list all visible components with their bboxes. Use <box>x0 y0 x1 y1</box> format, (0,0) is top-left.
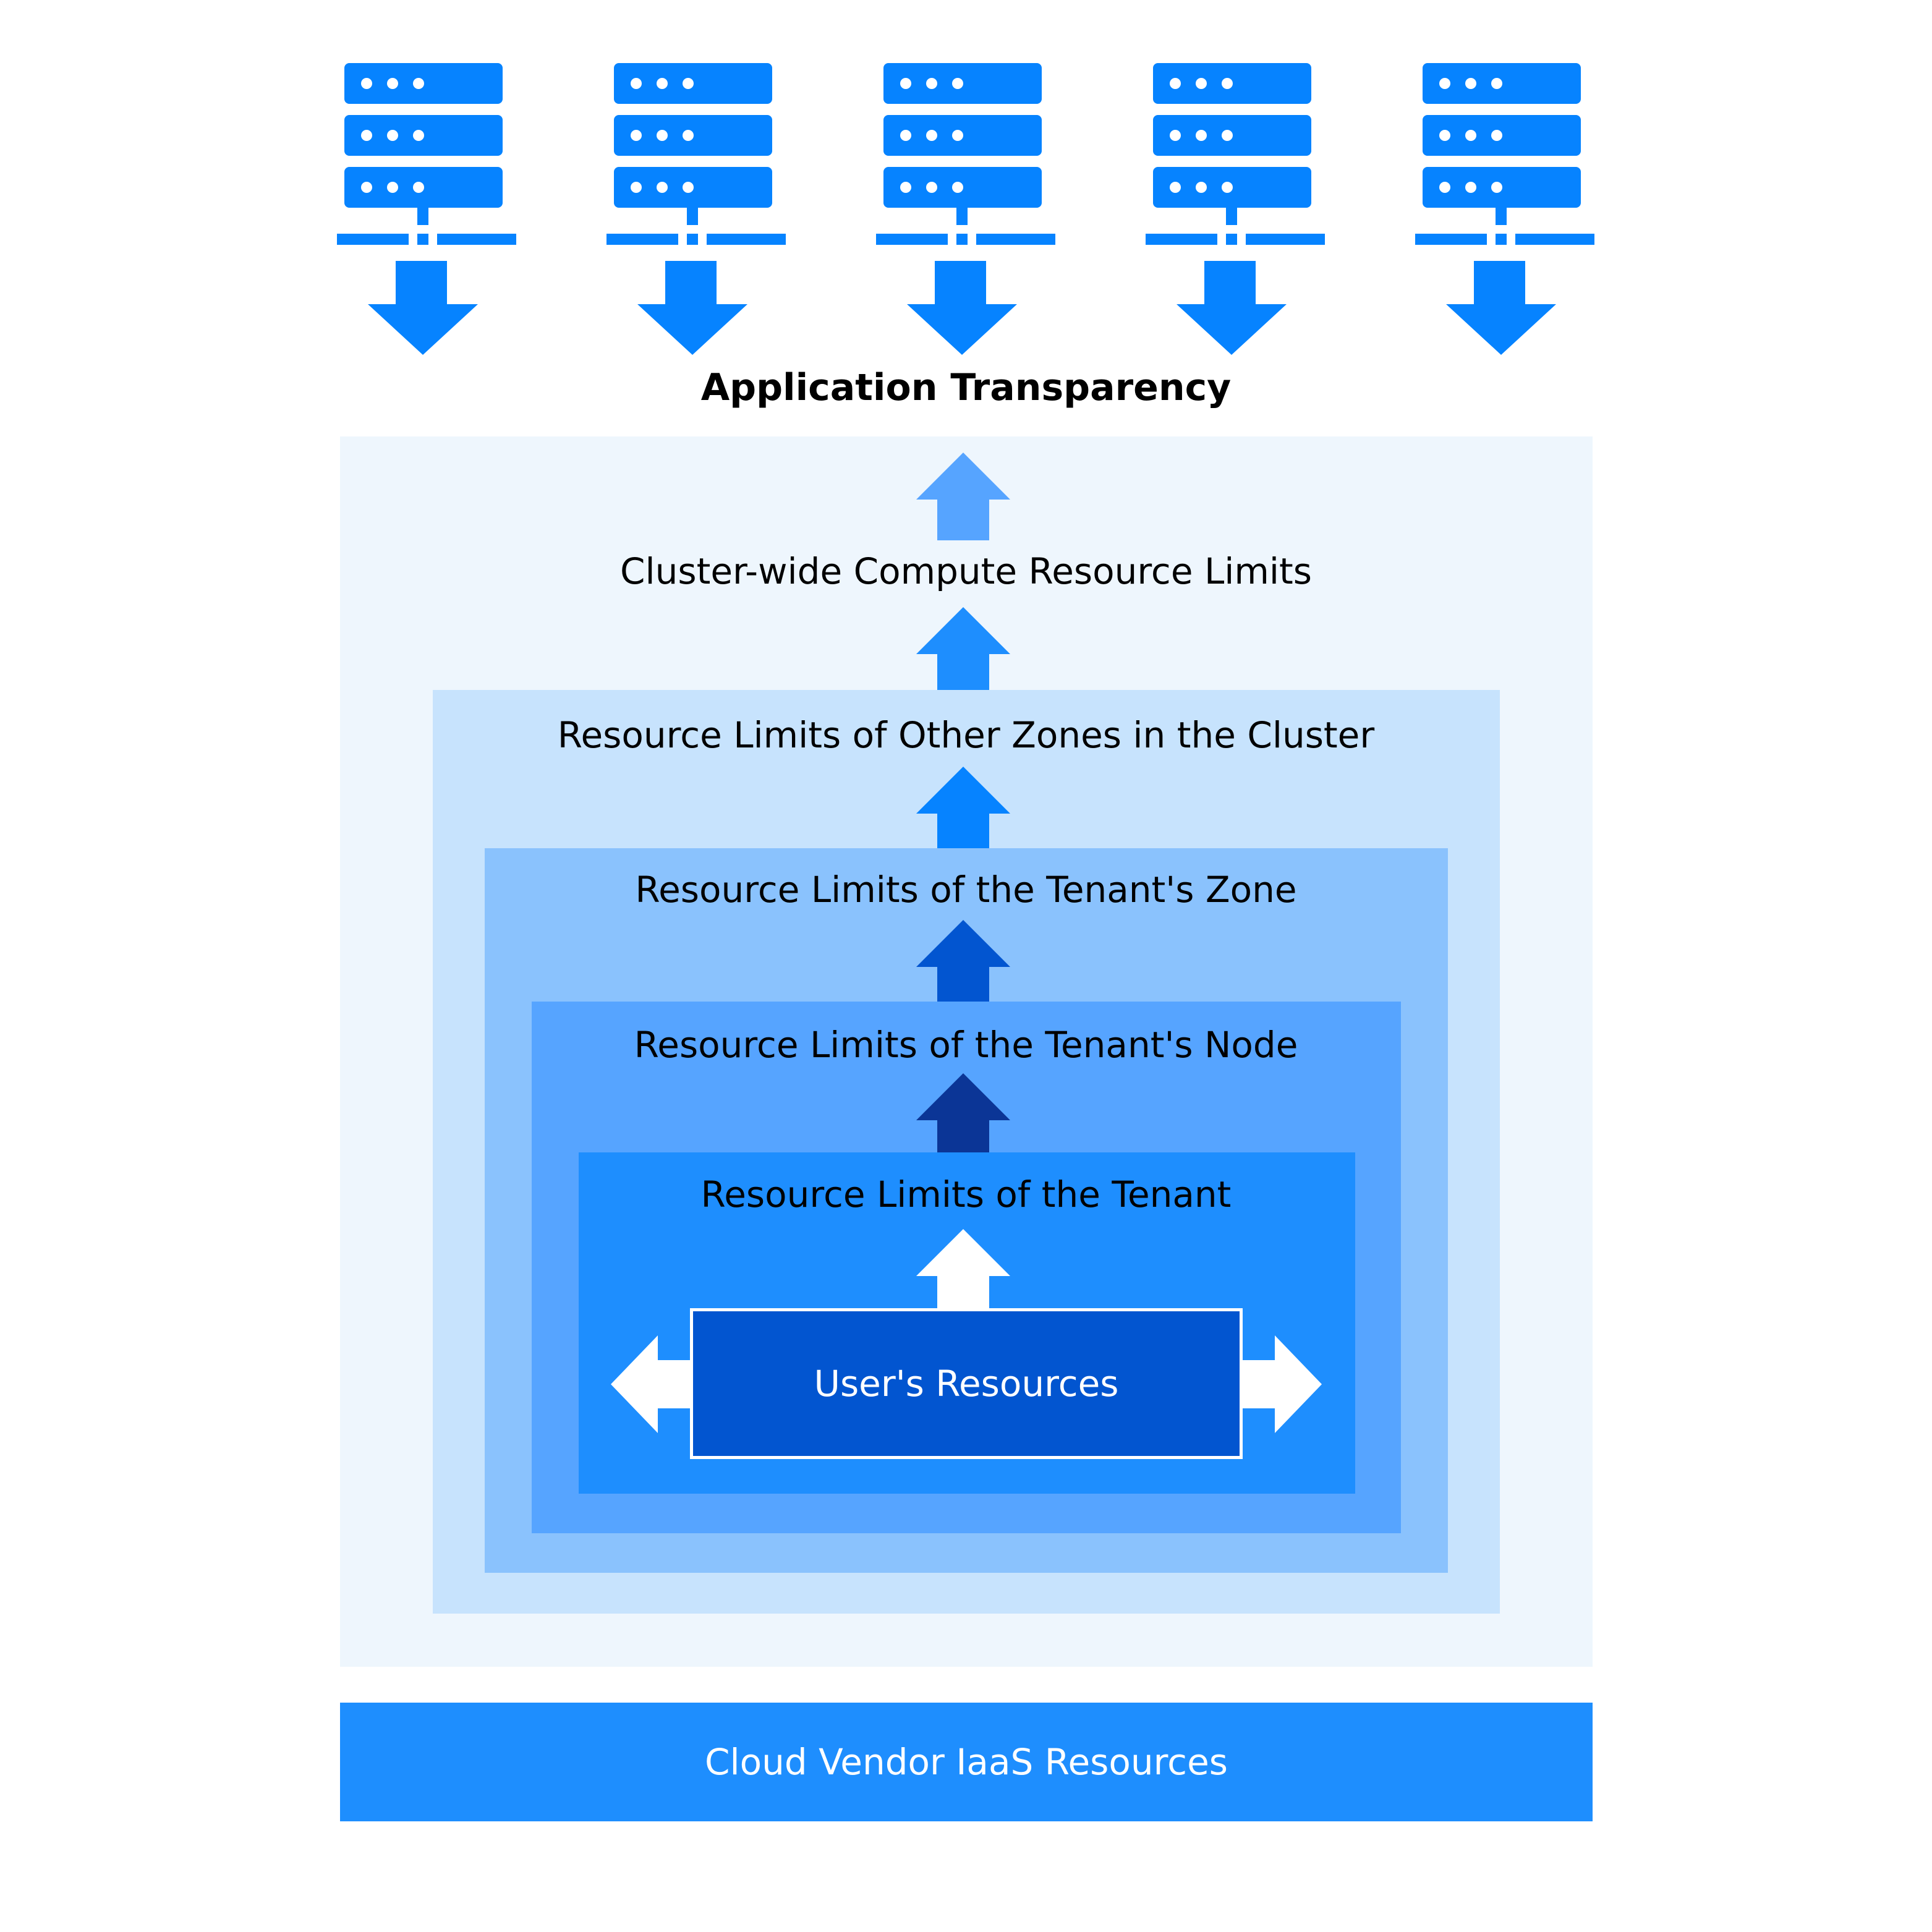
arrow-up-icon <box>916 607 1010 690</box>
server-rack-icon <box>337 63 516 245</box>
server-3 <box>876 63 1055 355</box>
arrow-up-icon <box>916 1229 1010 1308</box>
tenant-label: Resource Limits of the Tenant <box>700 1173 1232 1215</box>
server-rack-icon <box>606 63 786 245</box>
arrow-down-icon <box>637 261 747 355</box>
cluster-limits-label: Cluster-wide Compute Resource Limits <box>620 550 1312 592</box>
arrow-up-icon <box>916 920 1010 1002</box>
arrow-up-icon <box>916 453 1010 540</box>
arrow-down-icon <box>1177 261 1287 355</box>
arrow-up-icon <box>916 1073 1010 1152</box>
tenant-node-label: Resource Limits of the Tenant's Node <box>634 1024 1298 1066</box>
tenant-zone-label: Resource Limits of the Tenant's Zone <box>635 869 1297 911</box>
iaas-bar: Cloud Vendor IaaS Resources <box>340 1703 1593 1821</box>
server-5 <box>1415 63 1594 355</box>
arrow-down-icon <box>368 261 478 355</box>
server-1 <box>337 63 516 355</box>
server-rack-icon <box>1415 63 1594 245</box>
server-4 <box>1146 63 1325 355</box>
arrow-left-icon <box>611 1335 691 1433</box>
user-resources-label: User's Resources <box>814 1363 1119 1405</box>
user-resources-box: User's Resources <box>690 1308 1243 1459</box>
server-2 <box>606 63 786 355</box>
arrow-down-icon <box>1446 261 1556 355</box>
other-zones-label: Resource Limits of Other Zones in the Cl… <box>557 714 1375 756</box>
iaas-label: Cloud Vendor IaaS Resources <box>705 1741 1228 1783</box>
arrow-up-icon <box>916 767 1010 848</box>
arrow-right-icon <box>1241 1335 1322 1433</box>
server-rack-icon <box>1146 63 1325 245</box>
arrow-down-icon <box>907 261 1017 355</box>
diagram-title: Application Transparency <box>700 366 1232 409</box>
server-rack-icon <box>876 63 1055 245</box>
